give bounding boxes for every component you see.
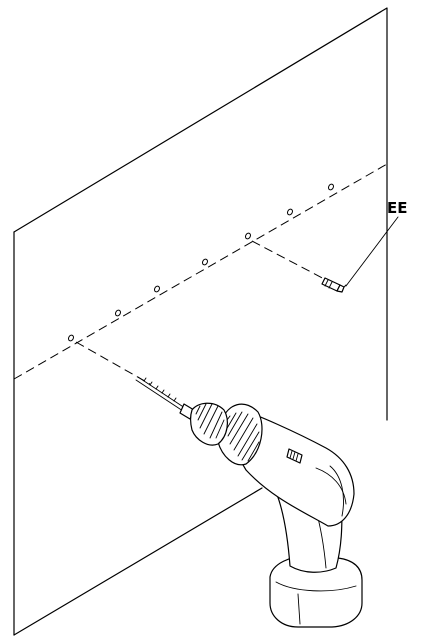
wall-anchor [321, 277, 347, 293]
drill-bit [137, 376, 189, 411]
mounting-hole [154, 285, 160, 293]
drill-body [234, 407, 355, 527]
mounting-hole [202, 258, 208, 266]
callout-leader [345, 216, 399, 287]
mounting-guide-line [13, 163, 388, 380]
callout: EE [345, 199, 408, 287]
mounting-holes [68, 183, 334, 342]
direction-switch [286, 448, 303, 464]
mounting-hole [68, 334, 74, 342]
mounting-hole [245, 232, 251, 240]
callout-label: EE [387, 199, 408, 217]
mounting-hole [328, 183, 334, 191]
cordless-drill [135, 376, 363, 628]
mounting-hole [287, 208, 293, 216]
mounting-hole [115, 309, 121, 317]
wall-panel [13, 7, 388, 636]
